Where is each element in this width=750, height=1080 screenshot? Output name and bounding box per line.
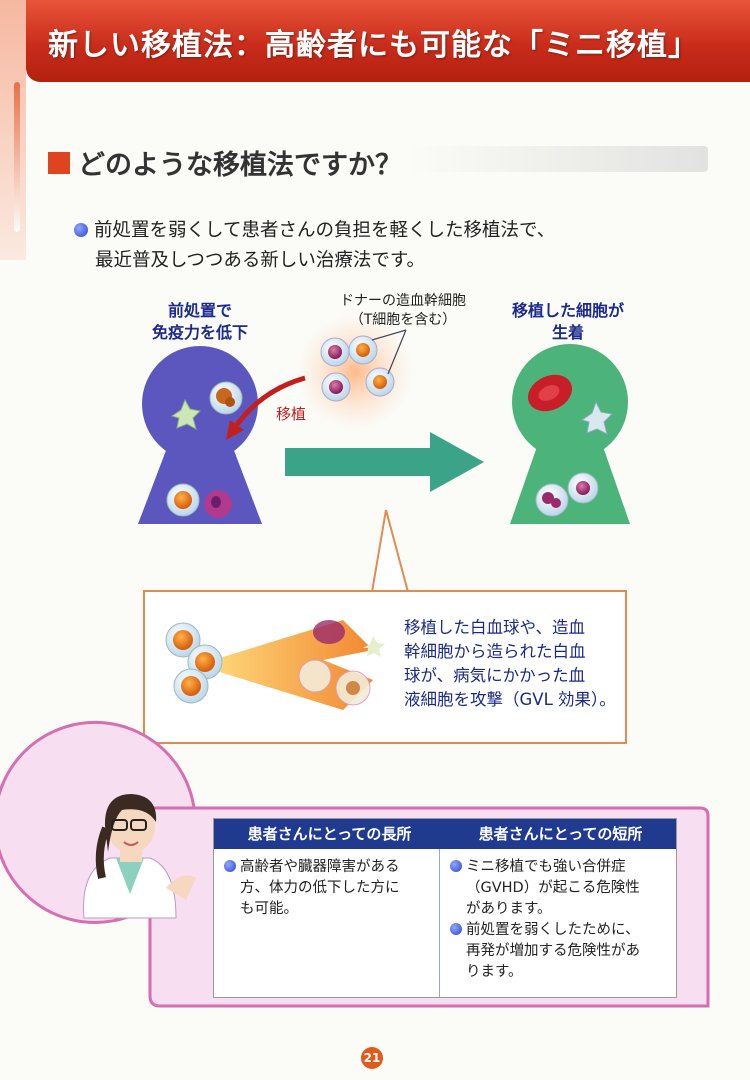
faded-text-band (408, 146, 708, 172)
merit-cell: 高齢者や臓器障害がある 方、体力の低下した方に も可能。 (224, 857, 400, 920)
transplant-diagram (138, 314, 630, 593)
transplant-label: 移植 (276, 405, 307, 423)
pros-cons-table: 患者さんにとっての長所 患者さんにとっての短所 高齢者や臓器障害がある 方、体力… (213, 818, 677, 998)
white-blood-cell-icon (209, 381, 243, 415)
demerit-cell: ミニ移植でも強い合併症 （GVHD）が起こる危険性 があります。 前処置を弱くし… (450, 857, 640, 983)
dendritic-cell-icon (580, 400, 614, 435)
dendritic-cell-icon (170, 398, 202, 431)
gvl-callout-text: 移植した白血球や、造血 幹細胞から造られた白血 球が、病気にかかった血 液細胞を… (404, 618, 616, 709)
right-arrow-icon (285, 432, 484, 492)
header-bar: 新しい移植法：高齢者にも可能な「ミニ移植」 (26, 0, 750, 82)
white-blood-cell-icon (535, 483, 569, 517)
red-cell-icon (204, 490, 232, 518)
bullet-icon (224, 860, 236, 872)
square-bullet-icon (48, 151, 70, 174)
merit-header: 患者さんにとっての長所 (214, 819, 446, 849)
section-heading: どのような移植法ですか？ (48, 143, 402, 182)
right-label: 移植した細胞が 生着 (511, 301, 624, 342)
transplant-arrow-icon (233, 375, 306, 428)
section-title: どのような移植法ですか？ (78, 150, 402, 181)
demerit-header: 患者さんにとっての短所 (445, 819, 676, 849)
donor-cells (297, 314, 413, 430)
patient-marrow-right (510, 344, 630, 524)
left-label: 前処置で 免疫力を低下 (151, 301, 248, 342)
bullet-icon (74, 223, 88, 237)
gvl-illustration (165, 620, 385, 710)
red-blood-cell-icon (527, 374, 573, 412)
bullet-icon (450, 860, 462, 872)
bullet-icon (450, 923, 462, 935)
page-number: 21 (361, 1047, 383, 1069)
side-decoration-line (14, 82, 20, 232)
page-title: 新しい移植法：高齢者にも可能な「ミニ移植」 (48, 28, 699, 63)
doctor-illustration (83, 794, 196, 919)
column-divider (439, 849, 440, 997)
stem-cell-icon (166, 483, 200, 517)
intro-line-2: 最近普及しつつある新しい治療法です。 (95, 250, 426, 271)
intro-text: 前処置を弱くして患者さんの負担を軽くした移植法で、 最近普及しつつある新しい治療… (74, 216, 555, 276)
stem-cell-icon (567, 472, 599, 504)
side-decoration-strip (0, 0, 26, 260)
donor-label: ドナーの造血幹細胞 （T細胞を含む） (340, 293, 466, 328)
intro-line-1: 前処置を弱くして患者さんの負担を軽くした移植法で、 (94, 220, 556, 241)
